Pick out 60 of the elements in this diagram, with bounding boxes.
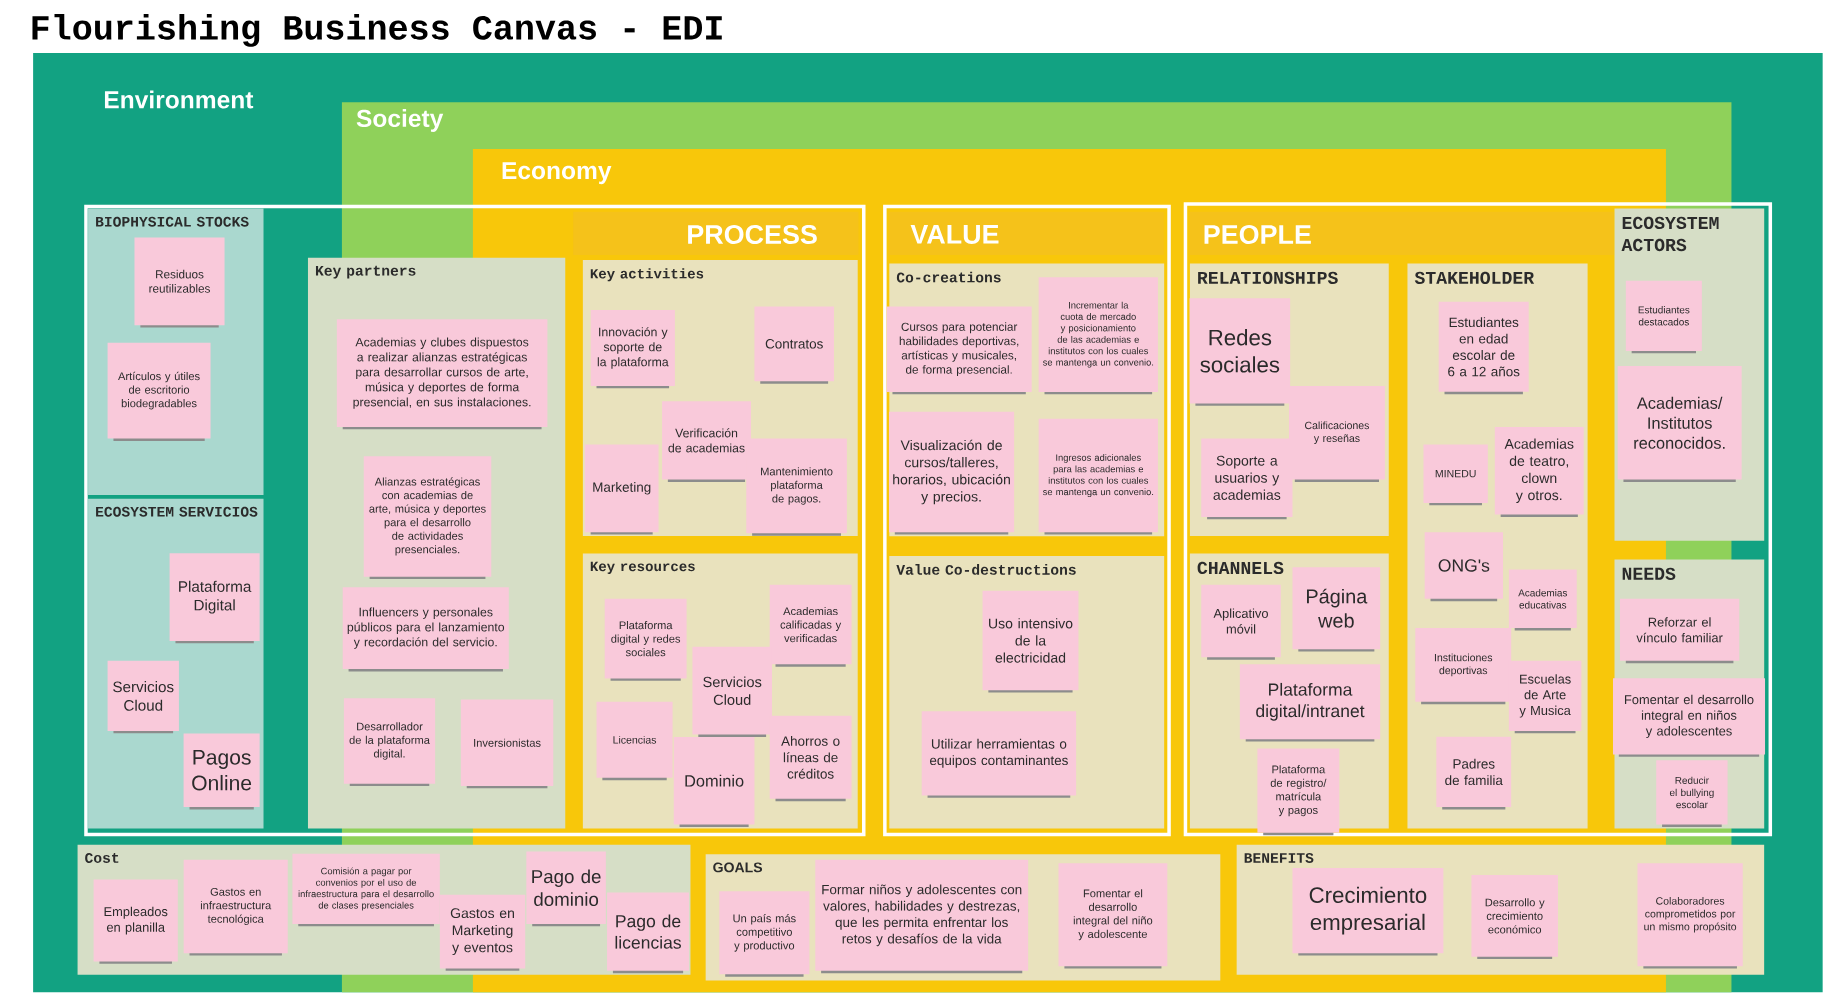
sticky-note: Visualización de cursos/talleres, horarios, ubicación y precios. (889, 411, 1015, 535)
sticky-note: Instituciones deportivas (1415, 627, 1512, 704)
sticky-note: Fomentar el desarrollo integral del niño y adolescente (1058, 863, 1168, 969)
sticky-note: Academias calificadas y verificadas (769, 584, 852, 667)
sticky-note: Influencers y personales públicos para el lanzamiento y recordación del servicio. (342, 587, 509, 672)
sticky-note: Gastos en Marketing y eventos (439, 894, 526, 971)
sticky-note: Pago de licencias (607, 892, 689, 973)
sticky-note: Colaboradores comprometidos por un mismo propósito (1637, 863, 1743, 969)
sticky-note: Plataforma digital/intranet (1239, 664, 1381, 742)
sticky-note: Academias educativas (1508, 569, 1577, 631)
sticky-note: Plataforma Digital (169, 553, 260, 644)
sticky-note: Plataforma digital y redes sociales (604, 598, 687, 681)
sticky-note: Alianzas estratégicas con academias de arte, música y deportes para el desarrollo de actividades presenciales. (363, 456, 492, 579)
sticky-note: Contratos (754, 306, 834, 384)
sticky-note: Página web (1292, 567, 1381, 652)
sticky-note: Formar niños y adolescentes con valores, habilidades y destrezas, que les permita enfrentar los retos y desafíos de la vida (815, 859, 1029, 973)
sticky-note: Crecimiento empresarial (1292, 867, 1444, 956)
sticky-note: Academias/ Institutos reconocidos. (1617, 365, 1742, 482)
sticky-note: Licencias (596, 701, 673, 780)
sticky-note: Calificaciones y reseñas (1289, 385, 1385, 482)
sticky-note: Academias de teatro, clown y otros. (1494, 426, 1584, 517)
sticky-note: Aplicativo móvil (1201, 584, 1281, 660)
sticky-note: Padres de familia (1436, 736, 1512, 810)
sticky-note: Uso intensivo de la electricidad (982, 590, 1079, 693)
sticky-note: Fomentar el desarrollo integral en niños y adolescentes (1613, 678, 1766, 757)
sticky-note: Mantenimiento plataforma de pagos. (746, 438, 847, 536)
sticky-note: Empleados en planilla (93, 879, 178, 964)
sticky-note: Servicios Cloud (692, 646, 772, 737)
sticky-note: Academias y clubes dispuestos a realizar alianzas estratégicas para desarrollar cursos de arte, música y deportes de forma presencial, en sus instalaciones. (336, 319, 548, 430)
sticky-note: Estudiantes destacados (1625, 280, 1702, 354)
sticky-note: Utilizar herramientas o equipos contaminantes (921, 711, 1077, 798)
sticky-note: Escuelas de Arte y Musica (1508, 660, 1582, 734)
sticky-note: Desarrollo y crecimiento económico (1471, 874, 1558, 959)
sticky-note: Gastos en infraestructura tecnológica (183, 859, 288, 956)
sticky-note: Inversionistas (460, 699, 554, 789)
sticky-note: Ingresos adicionales para las academias e institutos con los cuales se mantenga un convenio. (1038, 418, 1158, 535)
sticky-note: Pago de dominio (526, 851, 606, 927)
sticky-note: Verificación de academias (662, 401, 751, 482)
sticky-note: Servicios Cloud (107, 660, 179, 734)
sticky-note: Redes sociales (1189, 298, 1291, 406)
sticky-note: Desarrollador de la plataforma digital. (343, 698, 436, 786)
sticky-note: Artículos y útiles de escritorio biodegradables (107, 342, 211, 441)
sticky-note: ONG's (1424, 532, 1504, 602)
sticky-note: Pagos Online (183, 733, 260, 810)
sticky-note: Ahorros o líneas de créditos (769, 715, 852, 802)
sticky-note: Comisión a pagar por convenios por el uso de infraestructura para el desarrollo de clases presenciales (292, 853, 440, 927)
sticky-note: Estudiantes en edad escolar de 6 a 12 años (1438, 301, 1529, 394)
sticky-note: Incrementar la cuota de mercado y posicionamiento de las academias e institutos con los cuales se mantenga un convenio. (1038, 277, 1158, 394)
sticky-note: Cursos para potenciar habilidades deportivas, artísticas y musicales, de forma presencial. (886, 306, 1032, 394)
sticky-note: Dominio (673, 736, 755, 827)
sticky-note: Marketing (584, 444, 659, 535)
sticky-note: Un país más competitivo y productivo (719, 891, 810, 977)
sticky-note: Reforzar el vínculo familiar (1619, 598, 1740, 664)
sticky-note: Reducir el bullying escolar (1656, 760, 1728, 827)
sticky-note: Residuos reutilizables (134, 237, 225, 328)
sticky-note: Soporte a usuarios y academias (1201, 438, 1293, 520)
title: Flourishing Business Canvas - EDI (32, 13, 722, 47)
sticky-note: Innovación y soporte de la plataforma (590, 309, 675, 389)
sticky-note: Plataforma de registro/ matrícula y pagos (1257, 748, 1340, 835)
sticky-note: MINEDU (1423, 444, 1488, 506)
